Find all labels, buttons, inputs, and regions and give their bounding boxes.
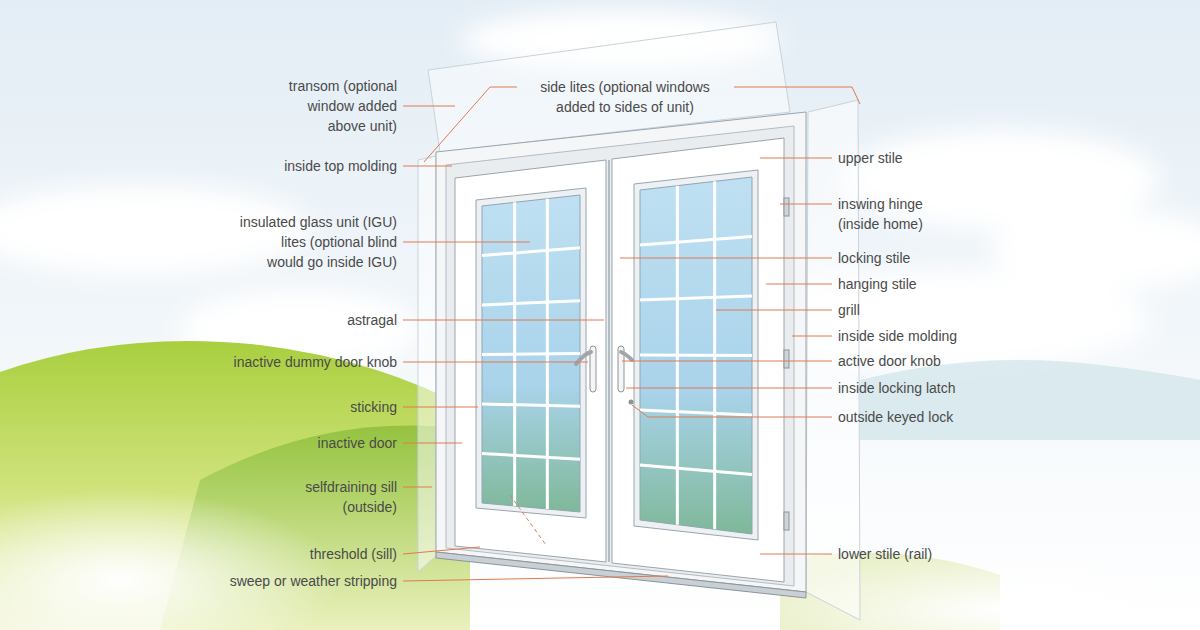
hinges <box>784 198 789 530</box>
part-label: hanging stile <box>838 274 917 294</box>
grill-bar <box>482 354 580 355</box>
frame-molding <box>446 126 794 586</box>
far-hill <box>860 360 1200 440</box>
active-door-panel <box>612 138 784 582</box>
part-label: side lites (optional windows added to si… <box>525 77 725 117</box>
part-label: lower stile (rail) <box>838 544 932 564</box>
leader-lines <box>403 87 860 581</box>
part-label: selfdraining sill (outside) <box>285 477 397 517</box>
sticking-frame <box>476 188 586 518</box>
sticking-frame <box>634 170 758 540</box>
inactive-door-panel <box>455 160 606 562</box>
side-lite-pane <box>418 156 436 572</box>
door-knob <box>618 346 634 405</box>
door-frame <box>436 112 806 592</box>
glass-pane <box>482 195 580 512</box>
part-label: transom (optional window added above uni… <box>272 76 397 136</box>
part-label: active door knob <box>838 351 941 371</box>
part-label: inside top molding <box>284 156 397 176</box>
grill-bar <box>482 248 580 256</box>
part-label: inside side molding <box>838 326 957 346</box>
grill-bars <box>482 181 752 529</box>
grill-bar <box>482 301 580 305</box>
part-label: astragal <box>347 310 397 330</box>
grill-bar <box>640 354 752 358</box>
grill-bar <box>640 237 752 246</box>
grill-bar <box>482 404 580 406</box>
door-knob <box>576 346 596 392</box>
grill-bar <box>482 454 580 460</box>
part-label: locking stile <box>838 248 910 268</box>
part-label: inactive dummy door knob <box>234 352 397 372</box>
part-label: lites (optional blind would go inside IG… <box>247 232 397 272</box>
ground-fade <box>0 490 340 630</box>
astragal-strip <box>608 160 610 562</box>
part-label: threshold (sill) <box>310 544 397 564</box>
part-label: upper stile <box>838 148 903 168</box>
part-label: inactive door <box>318 433 397 453</box>
part-label: grill <box>838 300 860 320</box>
part-label: insulated glass unit (IGU) <box>240 212 397 232</box>
grill-bar <box>640 410 752 415</box>
part-label: sticking <box>350 397 397 417</box>
grill-bar <box>640 465 752 475</box>
threshold <box>436 552 806 598</box>
part-label: inside locking latch <box>838 378 956 398</box>
glass-pane <box>640 177 752 534</box>
part-label: inswing hinge (inside home) <box>838 194 943 234</box>
part-label: outside keyed lock <box>838 407 953 427</box>
part-label: sweep or weather stripping <box>230 571 397 591</box>
grill-bar <box>640 296 752 300</box>
